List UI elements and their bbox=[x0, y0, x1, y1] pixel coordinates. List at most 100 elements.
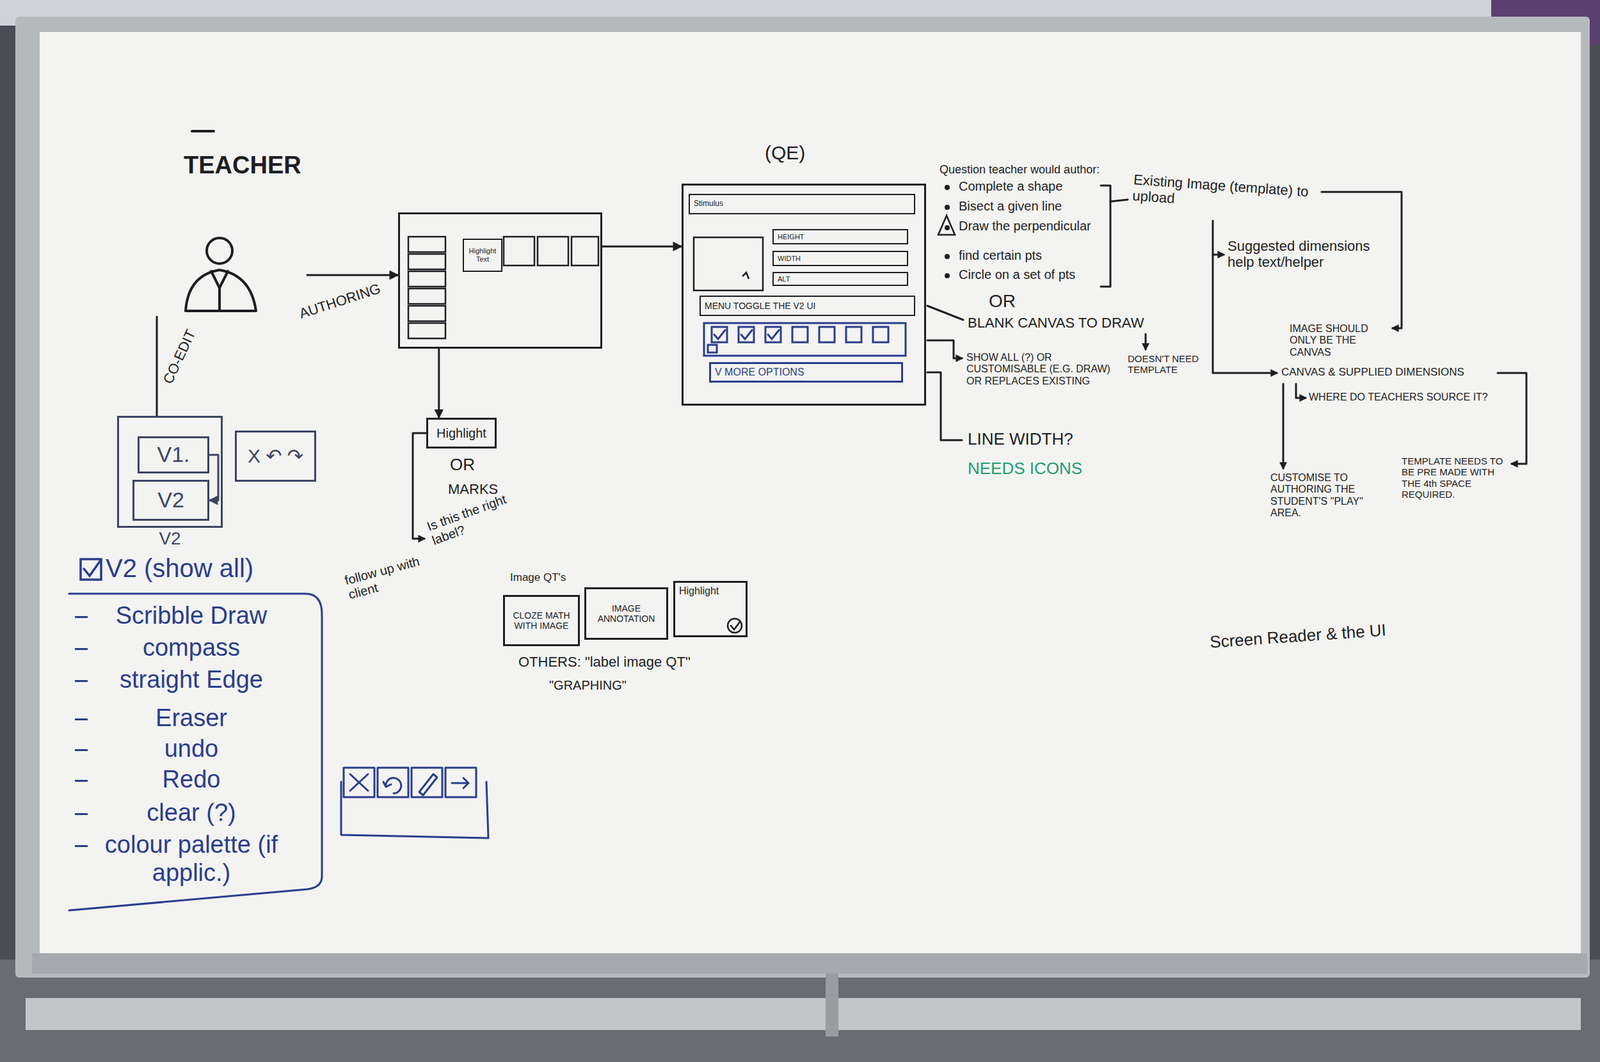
node-text: V2 (show all) bbox=[105, 553, 254, 584]
icon-toolbar-sketch bbox=[341, 768, 489, 839]
question-type-box: IMAGE ANNOTATION bbox=[584, 587, 669, 640]
teacher-icon bbox=[185, 270, 256, 312]
note-holder: OTHERS: "label image QT" bbox=[518, 654, 691, 671]
tool-toolbar bbox=[846, 327, 862, 343]
whiteboard-frame bbox=[25, 998, 1581, 1031]
handwritten-note: Bisect a given line bbox=[958, 199, 1062, 214]
icon-toolbar-sketch bbox=[451, 778, 469, 789]
note-holder: Bisect a given line bbox=[958, 199, 1062, 214]
node-text: ALT bbox=[777, 275, 790, 284]
text-holder: straight Edge bbox=[95, 666, 288, 695]
handwritten-note: Circle on a set of pts bbox=[958, 267, 1076, 283]
wireframe-sketch bbox=[408, 305, 446, 322]
handwritten-note: TEMPLATE NEEDS TO BE PRE MADE WITH THE 4… bbox=[1401, 455, 1504, 500]
node-text: straight Edge bbox=[95, 666, 288, 695]
note-holder: CUSTOMISE TO AUTHORING THE STUDENT'S "PL… bbox=[1270, 472, 1367, 520]
text-holder: MENU TOGGLE THE V2 UI bbox=[704, 300, 816, 312]
tool-toolbar bbox=[704, 323, 906, 356]
node-text: colour palette (if applic.) bbox=[95, 831, 288, 888]
handwritten-note: "GRAPHING" bbox=[549, 678, 627, 694]
check-mark bbox=[730, 622, 740, 630]
icon-toolbar-sketch bbox=[383, 778, 402, 794]
icon-toolbar-sketch bbox=[341, 782, 489, 839]
check-mark bbox=[727, 618, 742, 633]
tool-toolbar bbox=[714, 330, 726, 340]
handwritten-note: find certain pts bbox=[958, 248, 1042, 264]
leader-line bbox=[1497, 373, 1527, 464]
bullet-dot bbox=[944, 204, 950, 210]
input-field: Stimulus bbox=[688, 193, 916, 215]
bullet-dot bbox=[944, 225, 950, 231]
leader-line bbox=[927, 340, 962, 359]
connector bbox=[307, 273, 399, 276]
node-text: undo bbox=[95, 735, 288, 764]
node-text: Highlight bbox=[679, 585, 719, 598]
tool-toolbar bbox=[872, 327, 889, 343]
tool-toolbar bbox=[707, 344, 717, 353]
handwritten-note: OR bbox=[449, 455, 475, 475]
note-holder: OR bbox=[988, 291, 1016, 312]
dropdown-bar: V MORE OPTIONS bbox=[709, 362, 904, 383]
text-holder: V2 (show all) bbox=[105, 553, 254, 584]
bullet-dot bbox=[944, 184, 950, 191]
icon-toolbar-sketch bbox=[445, 768, 477, 798]
icon-toolbar-sketch bbox=[350, 774, 368, 792]
node-text: compass bbox=[95, 634, 288, 663]
note-holder: BLANK CANVAS TO DRAW bbox=[967, 314, 1144, 331]
wireframe-sketch bbox=[537, 236, 569, 266]
text-holder: (QE) bbox=[764, 142, 806, 165]
handwritten-note: BLANK CANVAS TO DRAW bbox=[967, 314, 1144, 331]
editor-sketch bbox=[693, 237, 763, 291]
handwritten-note: Suggested dimensions help text/helper bbox=[1227, 238, 1401, 271]
icon-toolbar-sketch bbox=[411, 768, 443, 798]
toggle-bar: MENU TOGGLE THE V2 UI bbox=[699, 295, 916, 317]
note-holder: CANVAS & SUPPLIED DIMENSIONS bbox=[1281, 366, 1465, 379]
text-holder: clear (?) bbox=[95, 799, 288, 828]
leader-line bbox=[1100, 185, 1111, 287]
bullet-dot bbox=[944, 273, 950, 279]
note-holder: Suggested dimensions help text/helper bbox=[1227, 238, 1401, 271]
leader-line bbox=[927, 372, 962, 441]
note-holder: Complete a shape bbox=[958, 179, 1063, 194]
tool-toolbar bbox=[738, 327, 754, 343]
icon-toolbar-sketch bbox=[419, 774, 438, 796]
question-editor: (QE)StimulusHEIGHTWIDTHALTMENU TOGGLE TH… bbox=[681, 142, 927, 406]
node-text: X ↶ ↷ bbox=[247, 445, 304, 468]
text-holder: undo bbox=[95, 735, 288, 764]
authoring-wireframe: Highlight Text bbox=[398, 212, 603, 349]
note-holder: "GRAPHING" bbox=[549, 678, 627, 694]
checkbox bbox=[83, 560, 101, 576]
note-holder: Draw the perpendicular bbox=[958, 218, 1092, 234]
undo-redo-box: X ↶ ↷ bbox=[234, 430, 317, 482]
question-type-box: Highlight bbox=[673, 581, 748, 638]
whiteboard-frame bbox=[39, 32, 1581, 954]
version-box: V1. bbox=[137, 436, 210, 474]
text-holder: HEIGHT bbox=[777, 232, 805, 242]
text-holder: Redo bbox=[95, 766, 288, 795]
warning-triangle bbox=[938, 215, 955, 235]
node-text: Stimulus bbox=[693, 199, 724, 209]
text-holder: Stimulus bbox=[693, 199, 724, 209]
note-holder: DOESN'T NEED TEMPLATE bbox=[1127, 353, 1208, 376]
node-text: Highlight Text bbox=[465, 247, 500, 264]
note-holder: MARKS bbox=[448, 481, 498, 498]
leader-line bbox=[1321, 192, 1402, 329]
note-holder: Question teacher would author: bbox=[939, 163, 1100, 177]
teacher-icon bbox=[192, 129, 214, 133]
text-holder: CLOZE MATH WITH IMAGE bbox=[508, 610, 575, 632]
wireframe-sketch bbox=[408, 271, 446, 287]
node-text: V2 bbox=[117, 528, 223, 550]
whiteboard-frame bbox=[15, 16, 1590, 1037]
teacher-icon bbox=[206, 238, 233, 264]
handwritten-note: OR bbox=[988, 291, 1016, 312]
bullet-dot bbox=[944, 184, 950, 279]
note-holder: LINE WIDTH? bbox=[967, 430, 1074, 450]
leader-line bbox=[927, 305, 964, 320]
note-holder: WHERE DO TEACHERS SOURCE IT? bbox=[1308, 391, 1488, 404]
handwritten-note: Image QT's bbox=[510, 571, 566, 585]
text-holder: V1. bbox=[156, 442, 190, 468]
connector bbox=[437, 348, 440, 418]
leader-line bbox=[1282, 384, 1285, 469]
text-holder: V2 bbox=[157, 487, 185, 513]
